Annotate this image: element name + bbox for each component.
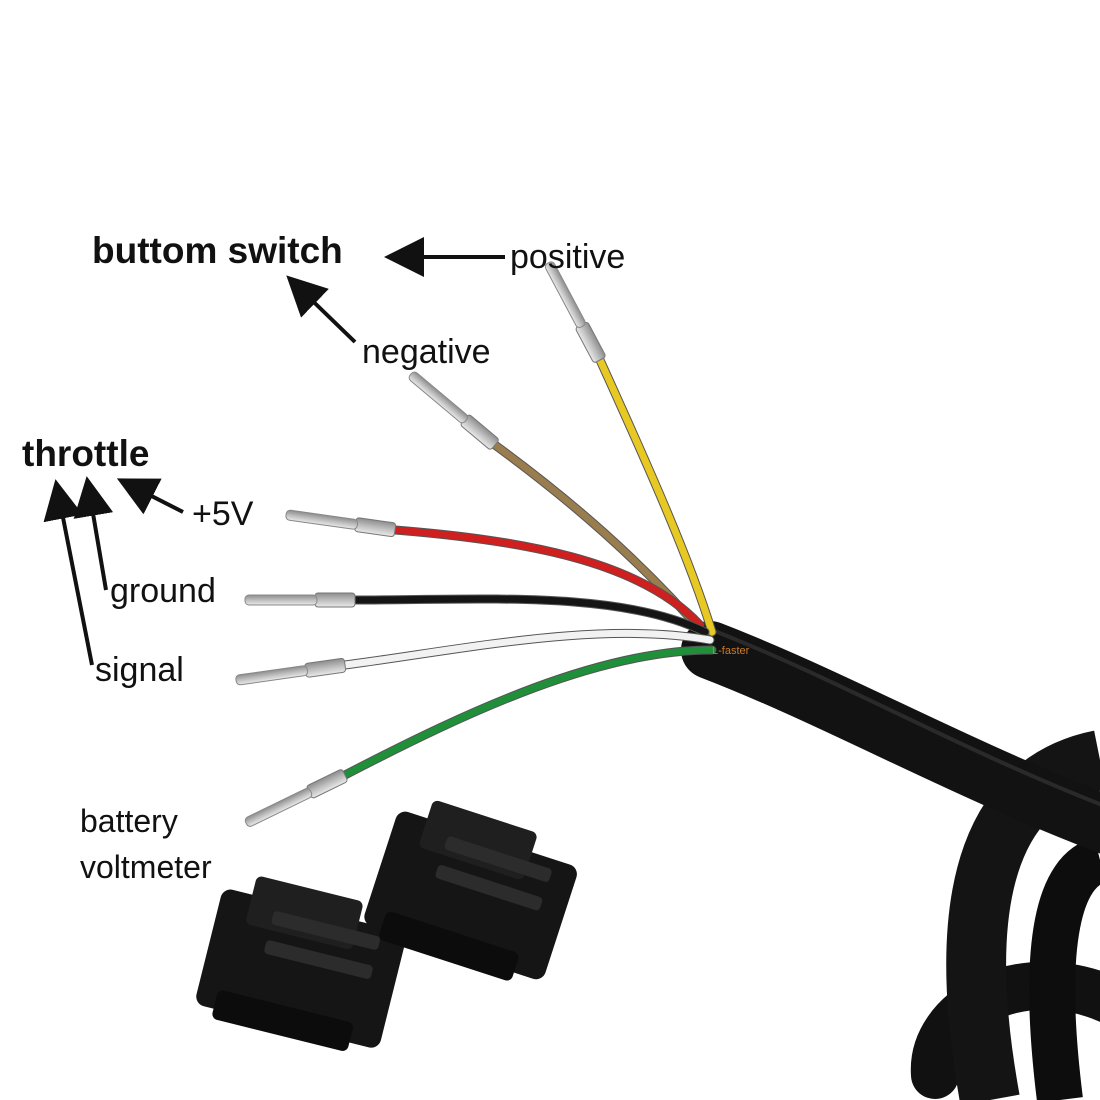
cable-jacket — [681, 621, 1100, 854]
wire-white-terminal — [235, 657, 347, 686]
signal-label: signal — [95, 651, 184, 689]
ground-label: ground — [110, 572, 216, 610]
throttle-title: throttle — [22, 433, 150, 474]
wire-brown-terminal — [408, 371, 499, 450]
wire-red-terminal — [285, 509, 397, 538]
cable-coil — [910, 730, 1100, 1100]
wire-black — [244, 592, 710, 637]
arrow-negative — [286, 275, 357, 344]
button-switch-title: buttom switch — [92, 230, 343, 271]
wire-yellow-terminal — [544, 261, 606, 363]
positive-label: positive — [510, 238, 626, 276]
watermark: L-faster — [712, 645, 750, 657]
battery-label-line2: voltmeter — [80, 849, 212, 886]
plus5v-label: +5V — [192, 495, 254, 533]
wire-yellow — [544, 261, 717, 637]
wire-red — [285, 509, 705, 630]
negative-label: negative — [362, 333, 491, 371]
arrows — [43, 237, 505, 666]
connector-right — [364, 800, 577, 981]
battery-voltmeter-label: battery voltmeter — [80, 798, 212, 891]
connector-left — [196, 876, 406, 1051]
wire-white — [235, 628, 715, 686]
arrow-signal — [43, 479, 94, 666]
battery-label-line1: battery — [80, 803, 178, 839]
wire-black-terminal — [244, 592, 356, 608]
arrow-ground — [73, 476, 114, 591]
arrow-plus5v — [116, 478, 184, 515]
wire-green-terminal — [244, 769, 348, 827]
wire-green — [244, 645, 717, 827]
